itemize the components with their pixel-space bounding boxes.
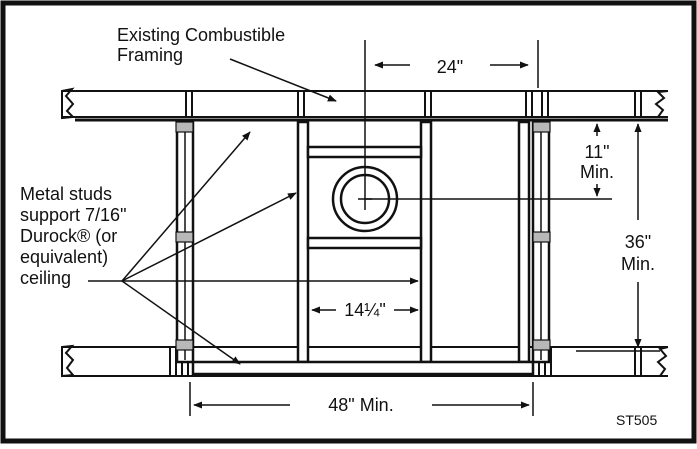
framing-label-line1: Existing Combustible (117, 25, 285, 45)
clearance-total-unit: Min. (621, 254, 655, 274)
width-min-label: 48" Min. (328, 395, 393, 415)
figure-code: ST505 (616, 412, 657, 428)
framing-leader (229, 58, 337, 102)
metal-studs-leaders (88, 131, 419, 365)
clearance-top-unit: Min. (580, 162, 614, 182)
dim-48 (189, 382, 534, 416)
metal-studs-line4: equivalent) (20, 247, 108, 267)
metal-studs-line3: Durock® (or (20, 226, 117, 246)
metal-studs-label: Metal studs support 7/16" Durock® (or eq… (20, 184, 126, 288)
metal-studs-line2: support 7/16" (20, 205, 126, 225)
stud-spacing-label: 24" (437, 57, 463, 77)
clearance-top-label: 11" (584, 142, 609, 162)
dim-24 (374, 40, 539, 88)
bottom-joist-beam (61, 344, 669, 378)
fasteners (175, 121, 551, 351)
framing-label-line2: Framing (117, 45, 183, 65)
metal-studs-line5: ceiling (20, 268, 71, 288)
clearance-total-label: 36" (625, 232, 651, 252)
inner-spacing-label: 14¼" (344, 300, 385, 320)
joist-sections-top (185, 91, 642, 117)
metal-studs-line1: Metal studs (20, 184, 112, 204)
